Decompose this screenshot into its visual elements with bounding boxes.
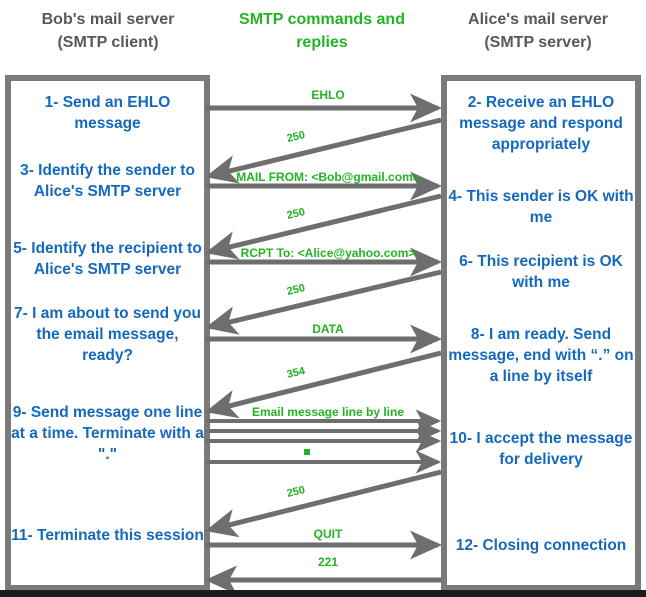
protocol-heading-line1: SMTP commands and bbox=[239, 11, 405, 28]
client-step-1: 1- Send an EHLO message bbox=[44, 94, 171, 132]
server-step-4: 4- This sender is OK with me bbox=[448, 188, 634, 226]
label-mail-from: MAIL FROM: <Bob@gmail.com> bbox=[236, 170, 420, 184]
message-continuation-marker-icon bbox=[303, 448, 311, 456]
client-step-11: 11- Terminate this session bbox=[11, 527, 204, 544]
label-ehlo: EHLO bbox=[311, 88, 345, 102]
label-rcpt-to: RCPT To: <Alice@yahoo.com> bbox=[240, 246, 416, 260]
column-heading-server: Alice's mail server (SMTP server) bbox=[432, 8, 644, 54]
label-quit: QUIT bbox=[313, 527, 343, 541]
column-heading-client: Bob's mail server (SMTP client) bbox=[2, 8, 214, 54]
client-heading-line1: Bob's mail server bbox=[41, 11, 175, 28]
client-step-5: 5- Identify the recipient to Alice's SMT… bbox=[13, 240, 202, 278]
client-step-3: 3- Identify the sender to Alice's SMTP s… bbox=[20, 162, 195, 200]
client-step-7: 7- I am about to send you the email mess… bbox=[14, 305, 201, 364]
client-panel bbox=[5, 75, 210, 591]
server-step-8: 8- I am ready. Send message, end with “.… bbox=[448, 326, 634, 385]
server-heading-line1: Alice's mail server bbox=[468, 11, 608, 28]
server-step-12: 12- Closing connection bbox=[455, 537, 627, 554]
server-step-10: 10- I accept the message for delivery bbox=[449, 430, 633, 468]
server-step-2: 2- Receive an EHLO message and respond a… bbox=[459, 94, 623, 153]
server-heading-line2: (SMTP server) bbox=[484, 34, 592, 51]
label-221: 221 bbox=[317, 555, 339, 569]
footer-bar bbox=[0, 590, 646, 597]
label-email-message: Email message line by line bbox=[251, 405, 405, 419]
server-step-6: 6- This recipient is OK with me bbox=[459, 253, 623, 291]
protocol-heading-line2: replies bbox=[296, 34, 348, 51]
server-panel bbox=[441, 75, 641, 591]
client-heading-line2: (SMTP client) bbox=[57, 34, 159, 51]
column-heading-protocol: SMTP commands and replies bbox=[216, 8, 428, 54]
label-data: DATA bbox=[312, 322, 344, 336]
client-step-9: 9- Send message one line at a time. Term… bbox=[11, 404, 204, 463]
